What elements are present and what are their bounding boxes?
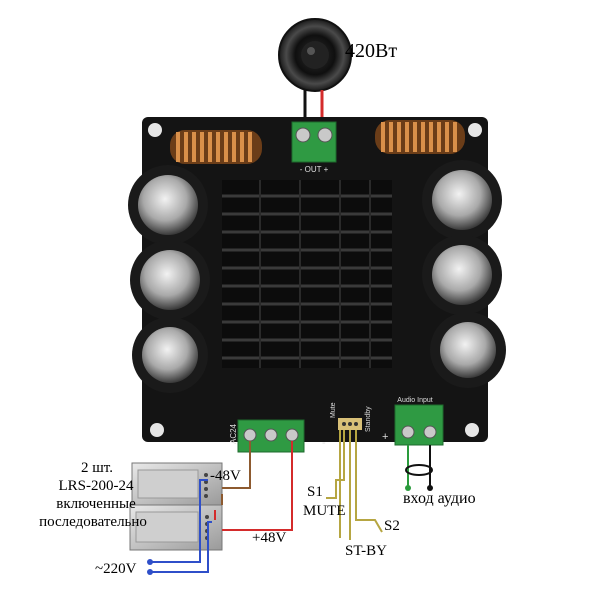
power-wire-connectors <box>147 559 153 575</box>
stby-label: ST-BY <box>345 543 387 559</box>
audio-input-label: вход аудио <box>403 490 476 507</box>
mounting-holes <box>148 123 482 437</box>
power-supply-units-icon <box>129 462 223 551</box>
output-terminal[interactable] <box>291 121 337 163</box>
psu-count-label: 2 шт. <box>81 460 113 476</box>
control-wires <box>326 430 383 540</box>
power-terminal[interactable] <box>237 419 305 453</box>
board-plus-sign: + <box>382 431 388 443</box>
audio-cable <box>405 445 433 491</box>
power-wires <box>150 441 293 573</box>
heatsink-icon <box>222 180 392 368</box>
psu-line3-label: включенные <box>56 496 136 512</box>
mute-standby-header[interactable] <box>338 418 362 430</box>
right-capacitors-icon <box>422 160 506 388</box>
speaker-power-label: 420Вт <box>345 40 398 62</box>
s1-label: S1 <box>307 484 323 500</box>
psu-model-label: LRS-200-24 <box>58 478 134 494</box>
mute-label: MUTE <box>303 503 346 519</box>
audio-input-terminal[interactable] <box>394 404 444 446</box>
minus48-label: -48V <box>210 468 241 484</box>
right-coil-icon <box>375 120 465 154</box>
out-label: - OUT + <box>300 165 329 174</box>
audio-input-board-label: Audio Input <box>397 397 432 404</box>
left-capacitors-icon <box>128 165 210 393</box>
mute-board-label: Mute <box>330 402 337 418</box>
speaker-icon <box>278 18 352 92</box>
s2-label: S2 <box>384 518 400 534</box>
plus48-label: +48V <box>252 530 287 546</box>
standby-board-label: Standby <box>365 406 372 432</box>
psu-line4-label: последовательно <box>39 514 147 530</box>
psu-ac-label: ~220V <box>95 561 137 577</box>
board-minus-sign: - <box>322 437 326 449</box>
ac24-label: AC24 <box>229 423 238 444</box>
left-coil-icon <box>170 130 262 164</box>
